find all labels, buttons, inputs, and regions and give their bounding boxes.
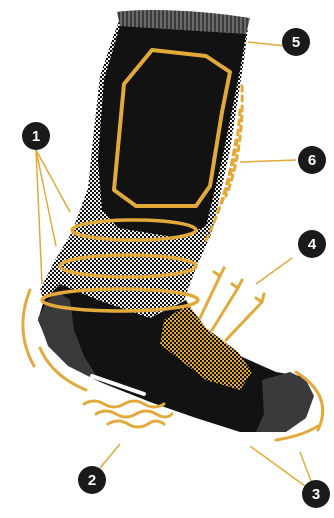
callout-6: 6 xyxy=(298,146,326,174)
callout-3: 3 xyxy=(302,480,330,508)
svg-text:6: 6 xyxy=(308,152,316,169)
cushion-waves xyxy=(84,401,172,427)
callout-4: 4 xyxy=(298,230,326,258)
callout-1: 1 xyxy=(22,122,50,150)
svg-text:1: 1 xyxy=(32,128,40,145)
toe-cap xyxy=(256,372,314,432)
svg-text:5: 5 xyxy=(292,34,300,51)
callout-5: 5 xyxy=(282,28,310,56)
callout-2: 2 xyxy=(78,466,106,494)
svg-text:2: 2 xyxy=(88,472,96,489)
svg-text:4: 4 xyxy=(308,236,317,253)
svg-text:3: 3 xyxy=(312,486,320,503)
ventilation-arrows xyxy=(200,268,264,340)
